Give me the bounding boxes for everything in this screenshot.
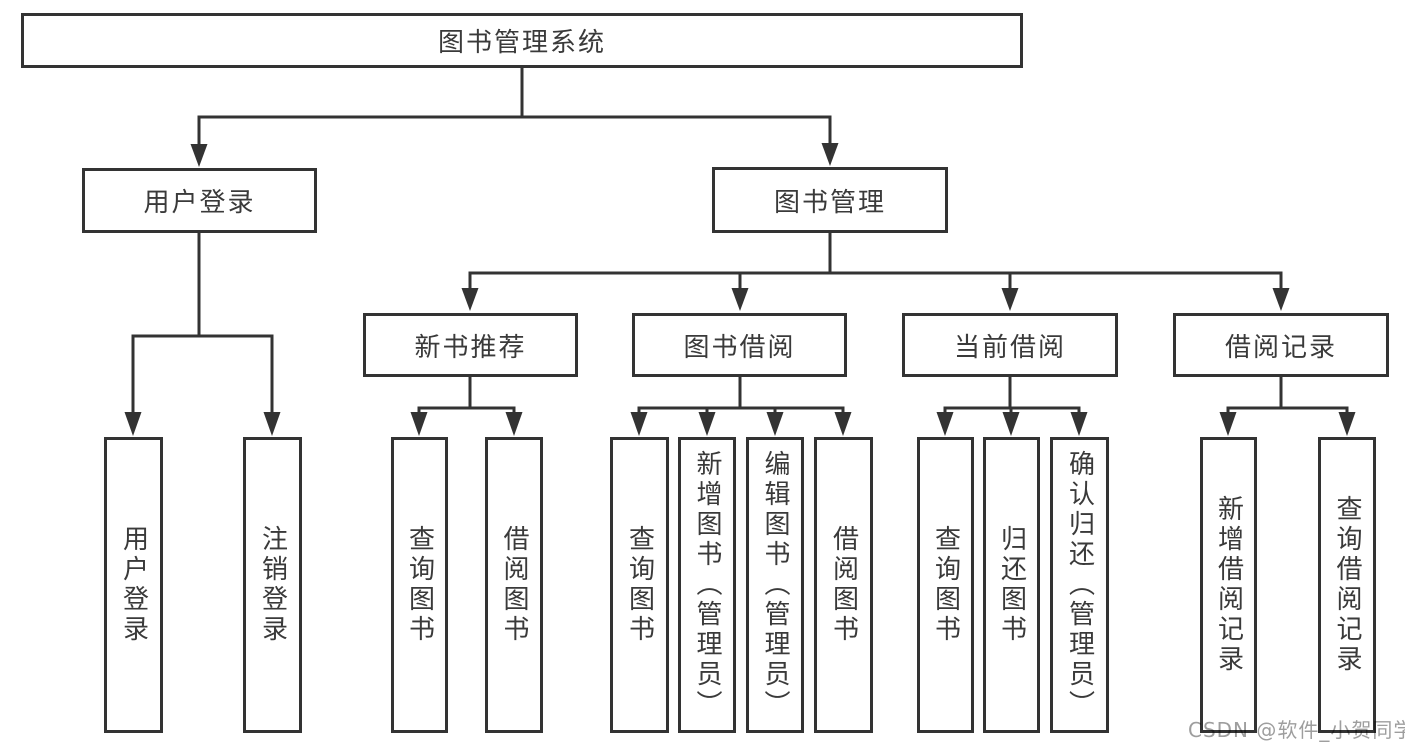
connector-user-login-children <box>124 233 281 436</box>
node-bb-edit-book-admin: 编辑图书（管理员） <box>746 437 804 733</box>
node-cb-query-book: 查询图书 <box>917 437 974 733</box>
node-nb-borrow-book: 借阅图书 <box>485 437 543 733</box>
node-br-query-record: 查询借阅记录 <box>1318 437 1376 733</box>
node-book-borrow: 图书借阅 <box>632 313 847 377</box>
node-user-login-branch: 用户登录 <box>82 168 317 233</box>
connector-current-borrow-children <box>936 377 1088 436</box>
node-nb-query-book: 查询图书 <box>391 437 448 733</box>
connector-new-book-children <box>410 377 523 436</box>
connector-book-management-children <box>461 233 1290 311</box>
node-current-borrow: 当前借阅 <box>902 313 1118 377</box>
node-book-management: 图书管理 <box>712 167 948 233</box>
connector-borrow-records-children <box>1219 377 1356 436</box>
node-user-logout: 注销登录 <box>243 437 302 733</box>
node-br-add-record: 新增借阅记录 <box>1200 437 1257 733</box>
csdn-watermark: CSDN @软件_小贺同学 <box>1188 718 1405 742</box>
node-bb-borrow-book: 借阅图书 <box>814 437 873 733</box>
node-borrow-records: 借阅记录 <box>1173 313 1389 377</box>
connector-root-split <box>190 66 839 167</box>
node-bb-query-book: 查询图书 <box>610 437 669 733</box>
node-cb-return-book: 归还图书 <box>983 437 1040 733</box>
node-root-library-system: 图书管理系统 <box>21 13 1023 68</box>
connector-book-borrow-children <box>630 377 852 436</box>
node-cb-confirm-return-admin: 确认归还（管理员） <box>1050 437 1109 733</box>
node-bb-add-book-admin: 新增图书（管理员） <box>678 437 736 733</box>
node-user-login: 用户登录 <box>104 437 163 733</box>
node-new-book-recommend: 新书推荐 <box>363 313 578 377</box>
